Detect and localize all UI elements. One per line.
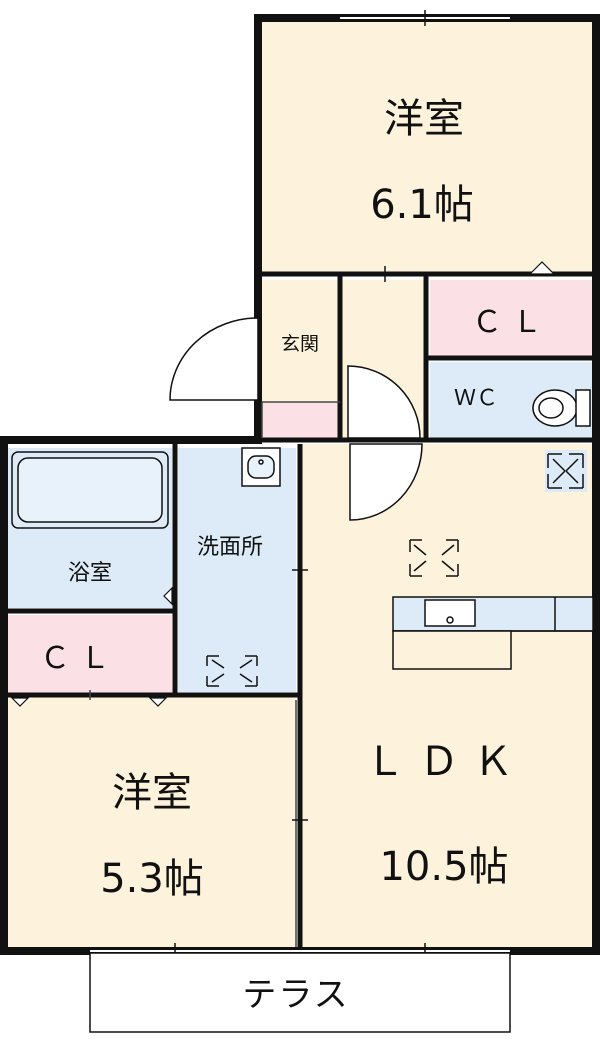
terrace-outline	[89, 952, 511, 1033]
vent-symbols	[206, 450, 587, 687]
closet-left-marker-1	[10, 697, 30, 707]
entrance-floor	[262, 280, 338, 402]
western-room-top-size: 6.1帖	[370, 182, 474, 228]
western-room-bottom-floor	[8, 697, 296, 947]
entrance-step	[262, 402, 338, 438]
closet-left-marker-2	[148, 697, 168, 707]
closet-top-floor	[430, 280, 592, 356]
toilet-bowl	[532, 389, 591, 427]
ldk-floor	[302, 444, 592, 947]
door-swings	[169, 317, 423, 521]
kitchen-island	[392, 630, 512, 670]
bathtub	[11, 451, 169, 529]
thin-lines	[89, 401, 340, 947]
bath-door-marker	[163, 586, 173, 606]
kitchen-counter	[392, 596, 594, 632]
western-room-top-floor	[262, 22, 592, 272]
washroom-label: 洗面所	[197, 535, 263, 560]
bathroom-label: 浴室	[68, 561, 112, 586]
western-room-top-name: 洋室	[384, 96, 464, 142]
toilet-label: ＷＣ	[454, 386, 498, 411]
closet-left-label: ＣＬ	[40, 641, 120, 676]
ldk-name: ＬＤＫ	[365, 739, 527, 785]
closet-left-floor	[8, 615, 172, 693]
western-room-bottom-name: 洋室	[112, 770, 192, 816]
washroom-floor	[178, 448, 296, 692]
closet-door-marker	[528, 261, 556, 275]
closet-top-label: ＣＬ	[472, 305, 552, 340]
ldk-size: 10.5帖	[379, 844, 508, 890]
wash-basin	[241, 447, 281, 487]
western-room-bottom-size: 5.3帖	[100, 856, 204, 902]
entrance-label: 玄関	[281, 333, 319, 355]
interior-walls	[4, 271, 596, 951]
terrace-label: テラス	[242, 975, 349, 1015]
